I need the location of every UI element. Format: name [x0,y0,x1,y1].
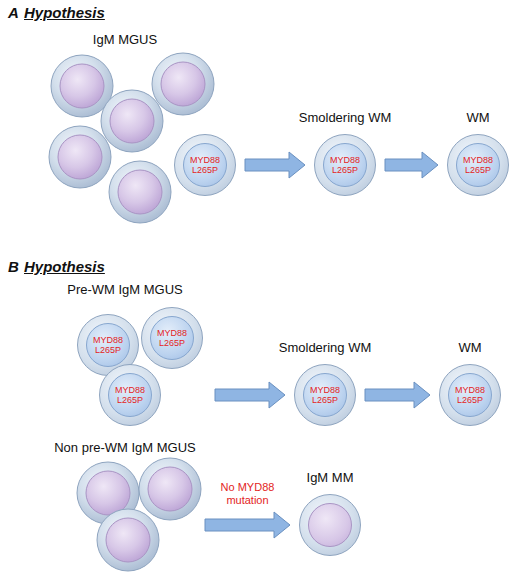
cell-body: MYD88 L265P [141,307,203,369]
progression-arrow [365,382,430,408]
panel-title: Hypothesis [24,4,105,21]
cell-node: MYD88 L265PWM [438,134,518,196]
edge-label: No MYD88 mutation [210,481,286,507]
stage-label: Smoldering WM [250,340,400,356]
mutation-label: MYD88 L265P [109,385,151,405]
cell-nucleus: MYD88 L265P [108,373,152,417]
progression-arrow [385,152,438,178]
cell-nucleus: MYD88 L265P [183,143,227,187]
cell-cluster: IgM MGUS MYD88 L265P [45,32,245,227]
stage-label: WM [395,340,520,356]
normal-cell [49,126,111,188]
cell-body: MYD88 L265P [99,364,161,426]
mutation-label: MYD88 L265P [324,155,366,175]
progression-arrow [205,512,290,538]
cell-nucleus: MYD88 L265P [323,143,367,187]
cell-nucleus [308,503,352,547]
stage-label: IgM MGUS [75,32,175,48]
mutation-label: MYD88 L265P [151,328,193,348]
cell-node: MYD88 L265PSmoldering WM [285,364,365,426]
cell-nucleus: MYD88 L265P [448,373,492,417]
normal-cell [152,53,214,115]
cell-body: MYD88 L265P [294,364,356,426]
mutation-label: MYD88 L265P [304,385,346,405]
cell-cluster: Pre-WM IgM MGUSMYD88 L265PMYD88 L265PMYD… [75,282,215,434]
cell-body: MYD88 L265P [439,364,501,426]
cell-cluster: Non pre-WM IgM MGUS [70,440,205,573]
panel-title: Hypothesis [24,258,105,275]
cell-body: MYD88 L265P [174,134,236,196]
normal-cell [109,161,171,223]
cell-node: MYD88 L265P [141,307,203,369]
mutation-label: MYD88 L265P [449,385,491,405]
mutation-label: MYD88 L265P [184,155,226,175]
progression-arrow [215,382,285,408]
stage-label: Pre-WM IgM MGUS [55,282,195,298]
cell-node: IgM MM [290,494,370,556]
cell-nucleus: MYD88 L265P [86,323,130,367]
cell-nucleus: MYD88 L265P [303,373,347,417]
stage-label: WM [403,110,520,126]
normal-cell [101,90,163,152]
cell-nucleus: MYD88 L265P [150,316,194,360]
panel-letter: A [8,4,19,21]
cell-node: MYD88 L265P [99,364,161,426]
mutation-label: MYD88 L265P [457,155,499,175]
panel-letter: B [8,258,19,275]
cell-body: MYD88 L265P [447,134,509,196]
cell-node: MYD88 L265P [174,134,236,196]
stage-label: Smoldering WM [270,110,420,126]
normal-cell [139,458,201,520]
cell-body: MYD88 L265P [314,134,376,196]
cell-nucleus: MYD88 L265P [456,143,500,187]
stage-label: IgM MM [255,470,405,486]
stage-label: Non pre-WM IgM MGUS [40,440,210,456]
mutation-label: MYD88 L265P [87,335,129,355]
cell-node: MYD88 L265PWM [430,364,510,426]
cell-node: MYD88 L265PSmoldering WM [305,134,385,196]
cell-body [299,494,361,556]
normal-cell [97,509,159,571]
progression-arrow [245,152,305,178]
